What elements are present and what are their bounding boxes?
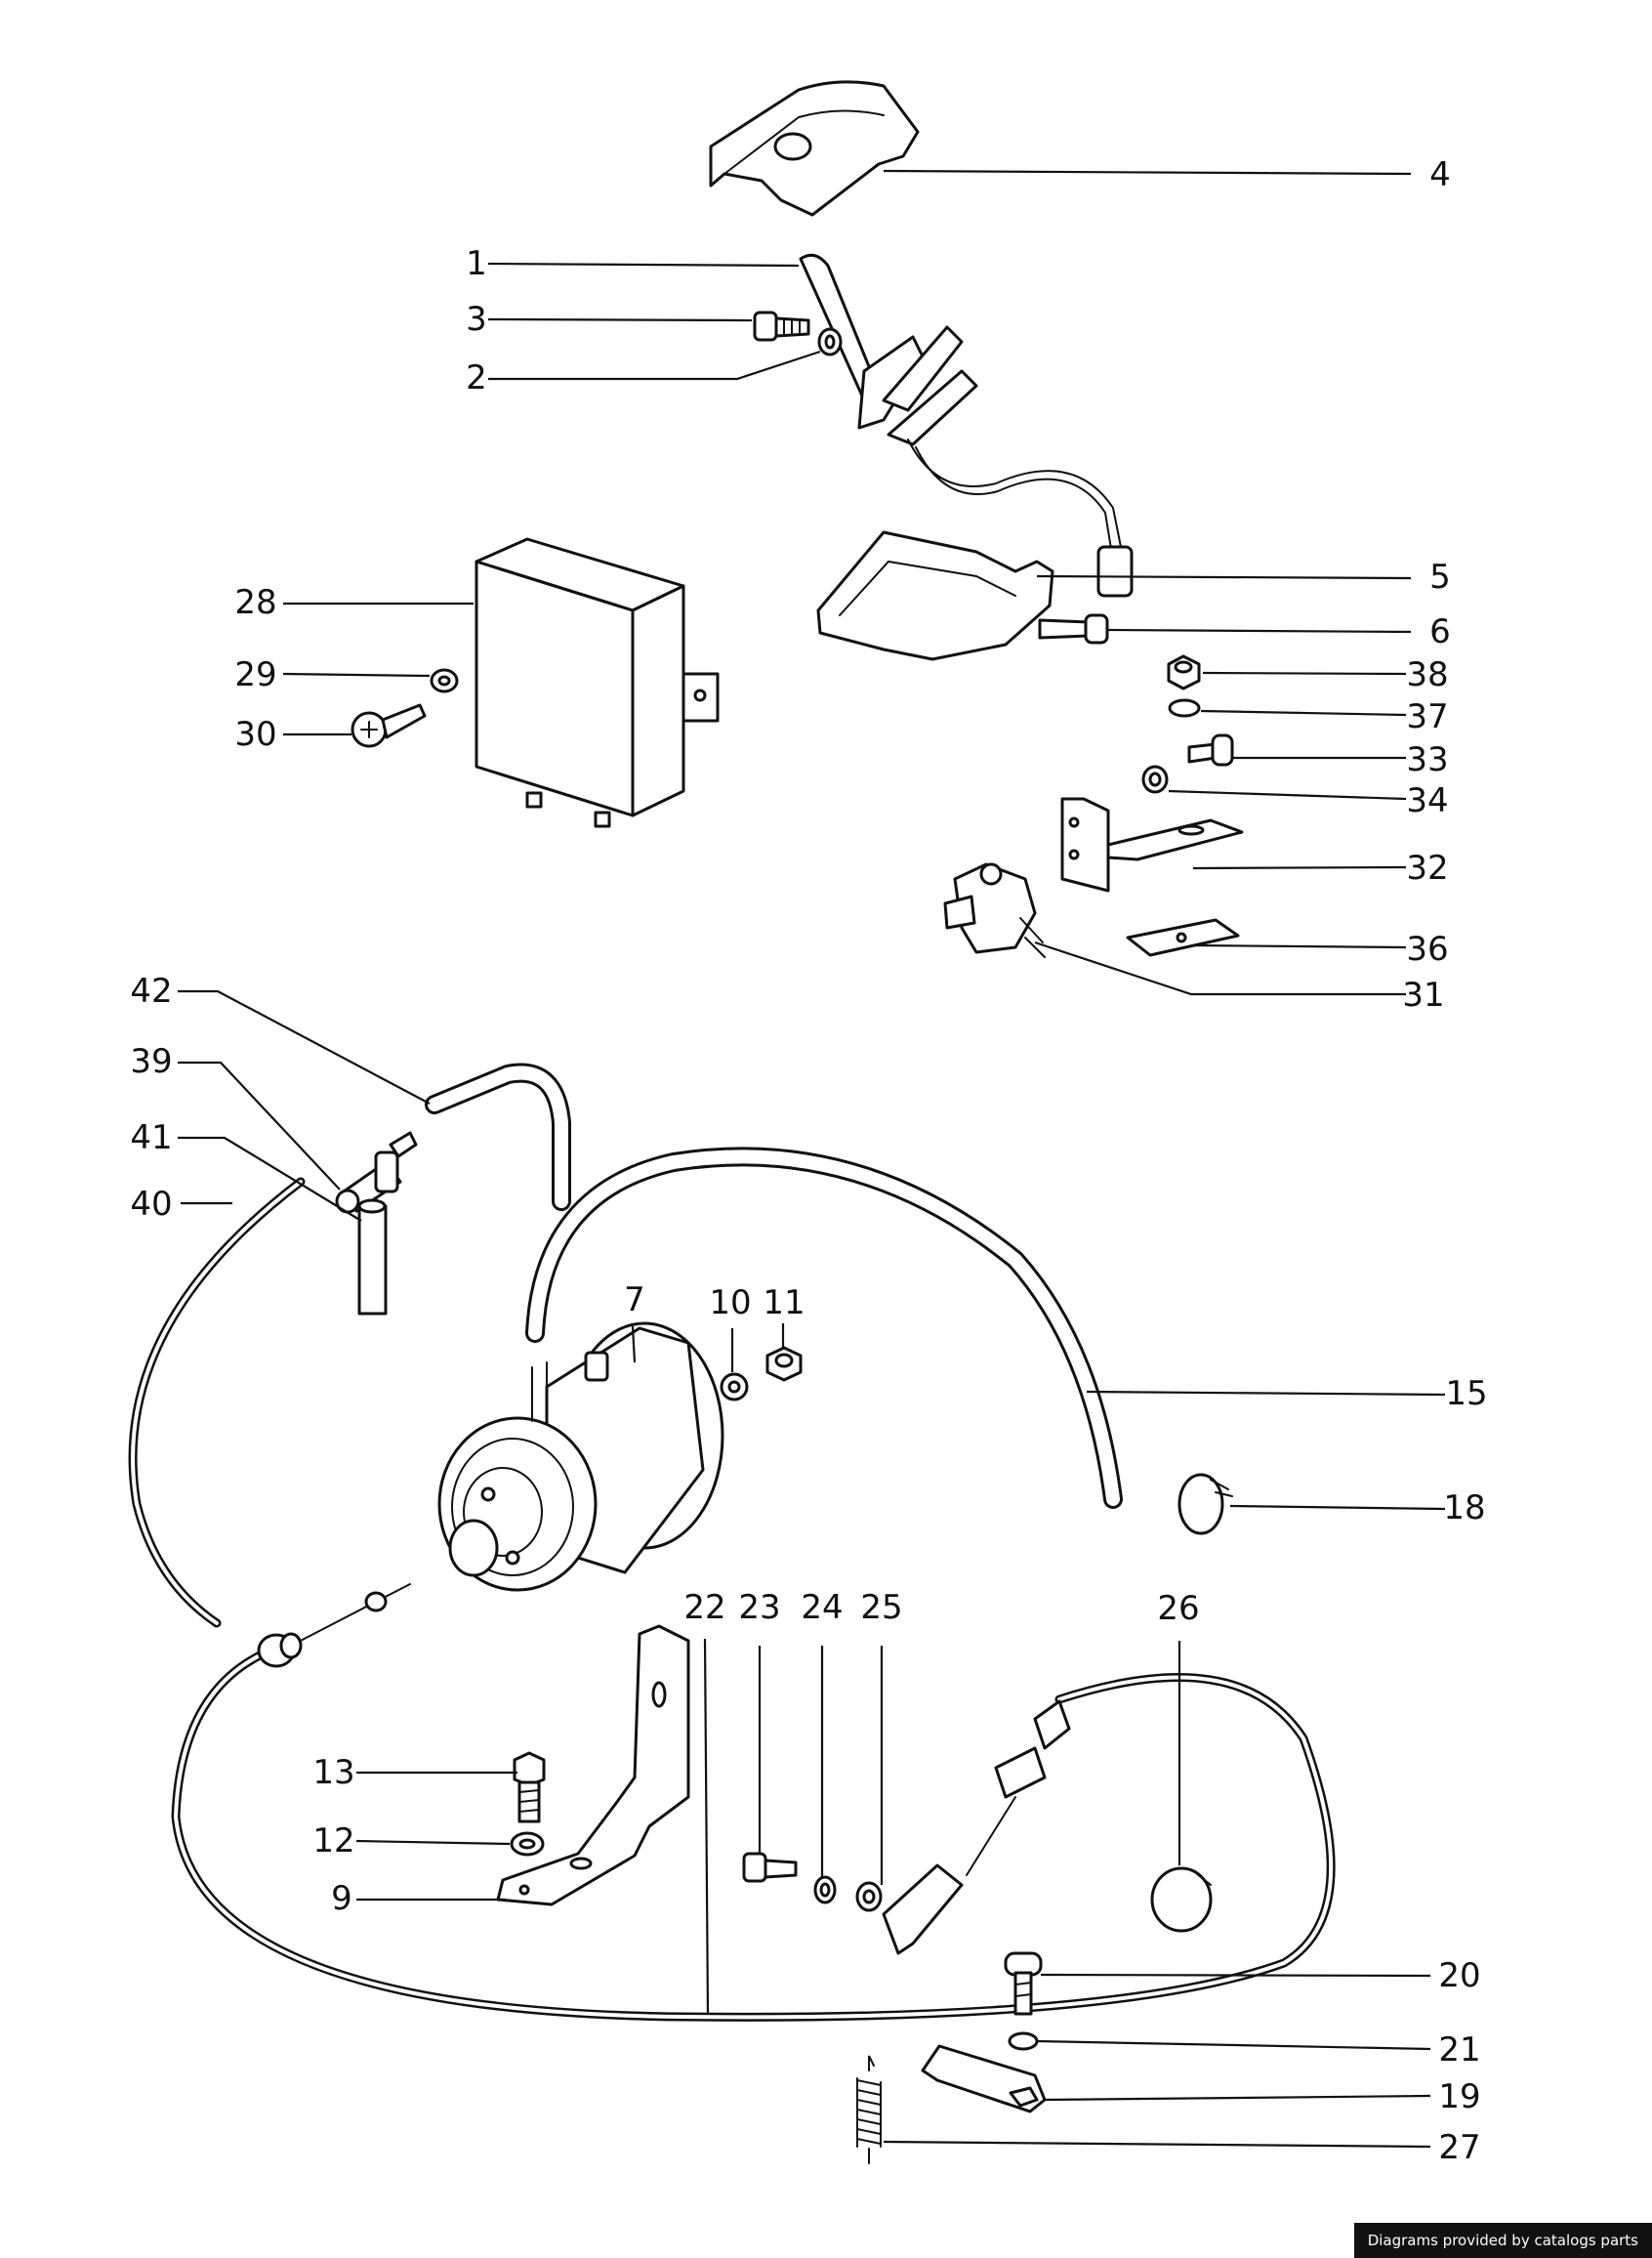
- leader-lines: [178, 169, 1446, 2149]
- callout-11: 11: [763, 1283, 805, 1322]
- part-31-switch: [943, 862, 1046, 958]
- callout-2: 2: [466, 358, 487, 397]
- callout-10: 10: [709, 1283, 751, 1322]
- part-27-spring: [856, 2055, 882, 2164]
- part-19-clip: [921, 2044, 1047, 2113]
- part-10-washer: [720, 1372, 749, 1401]
- callout-26: 26: [1157, 1589, 1199, 1628]
- part-25-washer: [855, 1881, 883, 1912]
- callout-25: 25: [860, 1588, 902, 1627]
- part-42-hose: [425, 1063, 571, 1211]
- part-4-cover: [709, 80, 920, 217]
- callout-6: 6: [1429, 612, 1451, 651]
- callout-38: 38: [1406, 655, 1448, 694]
- callout-9: 9: [331, 1879, 352, 1918]
- callout-1: 1: [466, 244, 487, 283]
- part-34-washer: [1141, 765, 1169, 794]
- part-36-plate: [1126, 918, 1240, 957]
- part-33-bolt: [1187, 733, 1234, 767]
- footer-credit: Diagrams provided by catalogs parts: [1353, 2223, 1652, 2258]
- callout-30: 30: [234, 715, 276, 754]
- part-22-cable: [171, 1583, 1336, 2022]
- part-6-screw: [1038, 613, 1109, 645]
- callout-33: 33: [1406, 740, 1448, 779]
- callout-36: 36: [1406, 930, 1448, 969]
- callout-15: 15: [1445, 1374, 1487, 1413]
- callout-23: 23: [738, 1588, 780, 1627]
- part-7-actuator: [437, 1321, 724, 1592]
- part-5-housing: [816, 530, 1054, 661]
- part-20-bolt: [1004, 1951, 1043, 2016]
- callout-22: 22: [683, 1588, 725, 1627]
- callout-34: 34: [1406, 781, 1448, 820]
- callout-20: 20: [1438, 1956, 1480, 1995]
- callout-labels: 4 1 3 2 5 6 28 29 30 38 37 33 34 32 36 3…: [130, 155, 1487, 2167]
- callout-40: 40: [130, 1185, 172, 1224]
- part-21-lock-washer: [1008, 2031, 1039, 2051]
- callout-42: 42: [130, 972, 172, 1011]
- part-11-nut: [765, 1346, 803, 1382]
- callout-4: 4: [1429, 155, 1451, 194]
- part-9-bracket: [496, 1624, 690, 1906]
- callout-39: 39: [130, 1042, 172, 1081]
- callout-5: 5: [1429, 558, 1451, 597]
- callout-19: 19: [1438, 2077, 1480, 2116]
- callout-24: 24: [801, 1588, 843, 1627]
- part-28-control-unit: [475, 537, 720, 828]
- part-40-long-hose: [128, 1177, 306, 1628]
- callout-29: 29: [234, 655, 276, 694]
- callout-28: 28: [234, 583, 276, 622]
- callout-27: 27: [1438, 2128, 1480, 2167]
- part-39-t-fitting: [335, 1131, 418, 1214]
- part-13-bolt: [513, 1751, 546, 1823]
- callout-32: 32: [1406, 849, 1448, 888]
- part-18-clamp: [1177, 1473, 1233, 1535]
- callout-31: 31: [1402, 976, 1444, 1015]
- part-24-washer: [813, 1875, 837, 1904]
- part-29-washer: [430, 668, 459, 693]
- part-1-switch: [799, 253, 1134, 598]
- part-26-clamp: [1150, 1866, 1213, 1933]
- part-41-short-hose: [357, 1198, 388, 1316]
- callout-12: 12: [312, 1821, 354, 1861]
- part-15-hose: [525, 1147, 1123, 1509]
- part-38-nut: [1167, 654, 1201, 690]
- part-2-washer: [817, 327, 843, 356]
- callout-21: 21: [1438, 2030, 1480, 2070]
- part-3-screw: [753, 311, 810, 342]
- part-37-lock-washer: [1168, 698, 1201, 718]
- callout-37: 37: [1406, 697, 1448, 736]
- callout-13: 13: [312, 1753, 354, 1792]
- callout-18: 18: [1443, 1488, 1485, 1527]
- part-23-screw: [742, 1852, 798, 1883]
- callout-7: 7: [624, 1280, 645, 1319]
- part-12-washer: [510, 1831, 545, 1857]
- callout-41: 41: [130, 1118, 172, 1157]
- callout-3: 3: [466, 300, 487, 339]
- part-30-screw: [351, 703, 427, 748]
- part-32-bracket: [1060, 797, 1244, 893]
